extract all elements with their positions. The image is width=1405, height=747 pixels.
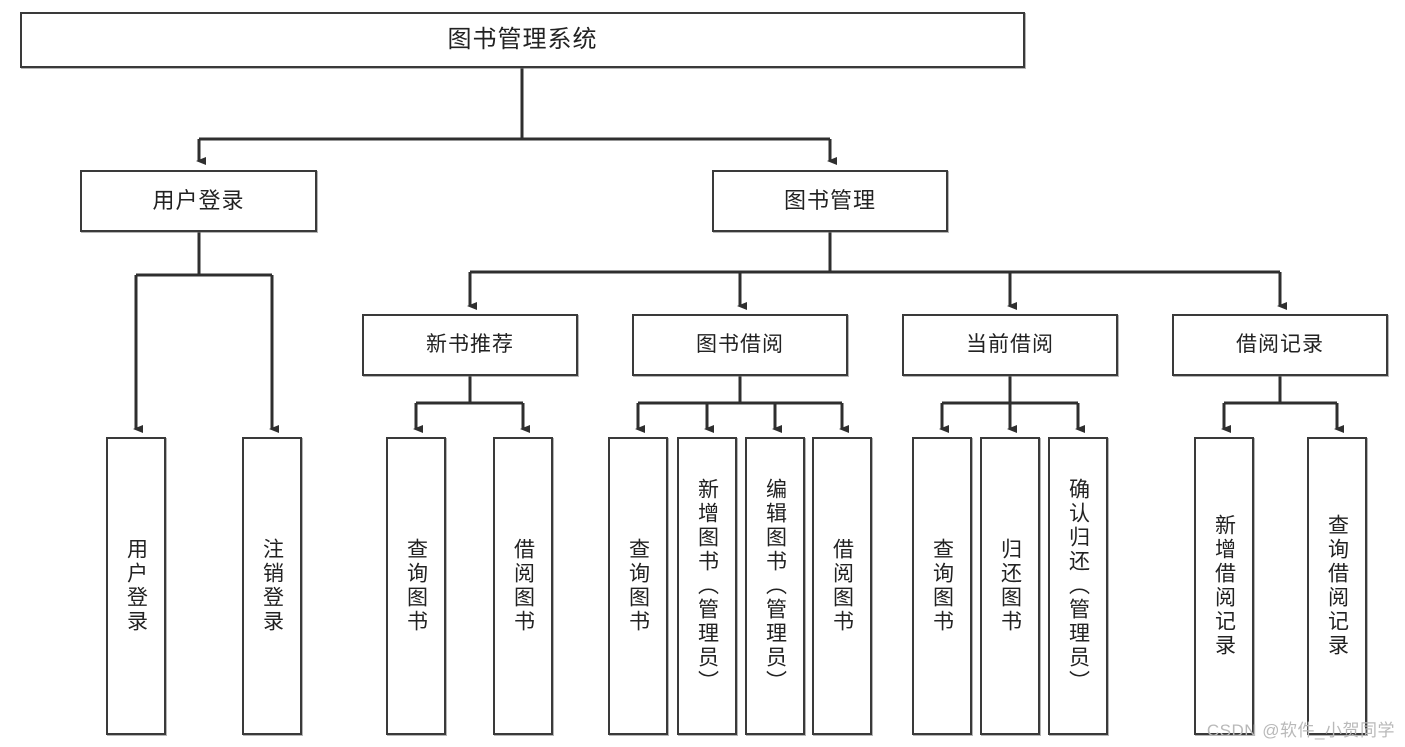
node-leaf-borrow-book-2[interactable]: 借阅图书 — [812, 437, 872, 735]
node-leaf-user-login[interactable]: 用户登录 — [106, 437, 166, 735]
node-leaf-confirm-return-label: 确认归还（管理员） — [1066, 478, 1090, 694]
node-new-book-recommend[interactable]: 新书推荐 — [362, 314, 578, 376]
node-borrow-record[interactable]: 借阅记录 — [1172, 314, 1388, 376]
node-leaf-return-book-label: 归还图书 — [998, 538, 1022, 634]
node-leaf-query-book-3-label: 查询图书 — [930, 538, 954, 634]
node-leaf-return-book[interactable]: 归还图书 — [980, 437, 1040, 735]
node-user-login-label: 用户登录 — [152, 188, 245, 214]
node-root-label: 图书管理系统 — [447, 26, 598, 53]
node-leaf-query-record-label: 查询借阅记录 — [1325, 514, 1349, 658]
node-current-borrow-label: 当前借阅 — [966, 332, 1054, 356]
node-leaf-user-login-label: 用户登录 — [124, 538, 148, 634]
node-leaf-logout-login-label: 注销登录 — [260, 538, 284, 634]
node-root[interactable]: 图书管理系统 — [20, 12, 1025, 68]
node-leaf-add-book[interactable]: 新增图书（管理员） — [677, 437, 737, 735]
node-leaf-query-book-1[interactable]: 查询图书 — [386, 437, 446, 735]
node-user-login[interactable]: 用户登录 — [80, 170, 317, 232]
node-leaf-borrow-book-1-label: 借阅图书 — [511, 538, 535, 634]
node-leaf-query-book-2[interactable]: 查询图书 — [608, 437, 668, 735]
node-leaf-query-book-2-label: 查询图书 — [626, 538, 650, 634]
node-leaf-borrow-book-1[interactable]: 借阅图书 — [493, 437, 553, 735]
node-leaf-query-record[interactable]: 查询借阅记录 — [1307, 437, 1367, 735]
node-book-management-label: 图书管理 — [783, 188, 876, 214]
node-book-management[interactable]: 图书管理 — [712, 170, 948, 232]
node-leaf-borrow-book-2-label: 借阅图书 — [830, 538, 854, 634]
node-leaf-logout-login[interactable]: 注销登录 — [242, 437, 302, 735]
node-leaf-add-record[interactable]: 新增借阅记录 — [1194, 437, 1254, 735]
watermark-text: CSDN @软件_小贺同学 — [1206, 721, 1395, 740]
node-leaf-confirm-return[interactable]: 确认归还（管理员） — [1048, 437, 1108, 735]
node-new-book-recommend-label: 新书推荐 — [426, 332, 514, 356]
node-current-borrow[interactable]: 当前借阅 — [902, 314, 1118, 376]
node-borrow-record-label: 借阅记录 — [1236, 332, 1324, 356]
node-leaf-edit-book[interactable]: 编辑图书（管理员） — [745, 437, 805, 735]
node-book-borrow[interactable]: 图书借阅 — [632, 314, 848, 376]
node-leaf-add-book-label: 新增图书（管理员） — [695, 478, 719, 694]
node-leaf-query-book-3[interactable]: 查询图书 — [912, 437, 972, 735]
node-book-borrow-label: 图书借阅 — [696, 332, 784, 356]
node-leaf-edit-book-label: 编辑图书（管理员） — [763, 478, 787, 694]
node-leaf-query-book-1-label: 查询图书 — [404, 538, 428, 634]
node-leaf-add-record-label: 新增借阅记录 — [1212, 514, 1236, 658]
